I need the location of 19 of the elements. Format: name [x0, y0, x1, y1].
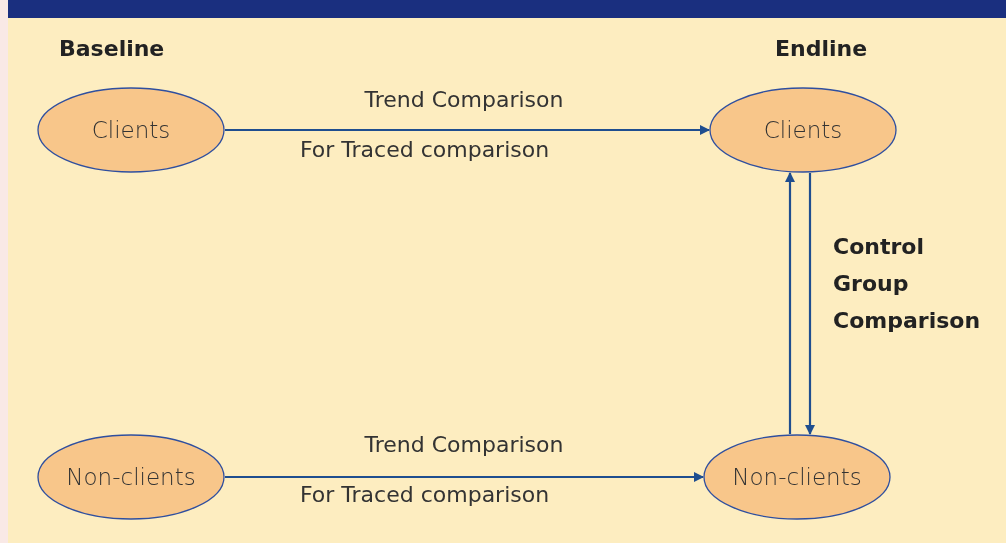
- edge-label: Trend Comparison: [364, 86, 564, 112]
- node-label: Non-clients: [732, 464, 862, 490]
- node-label: Clients: [91, 117, 171, 143]
- ellipse-node: [709, 87, 897, 173]
- ellipse-node: [37, 434, 225, 520]
- note-text: For Traced comparison: [300, 482, 550, 507]
- arrow: [805, 173, 815, 435]
- edge-label: Trend Comparison: [364, 431, 564, 457]
- node-label: Non-clients: [66, 464, 196, 490]
- note-text: For Traced comparison: [300, 137, 550, 162]
- column-heading: Baseline: [59, 36, 165, 61]
- ellipse-node: [703, 434, 891, 520]
- arrow: [225, 472, 704, 482]
- ellipse-node: [37, 87, 225, 173]
- arrow: [225, 125, 710, 135]
- edge-label: Control Group Comparison: [833, 233, 982, 335]
- arrow: [785, 172, 795, 434]
- node-label: Clients: [763, 117, 843, 143]
- column-heading: Endline: [775, 36, 868, 61]
